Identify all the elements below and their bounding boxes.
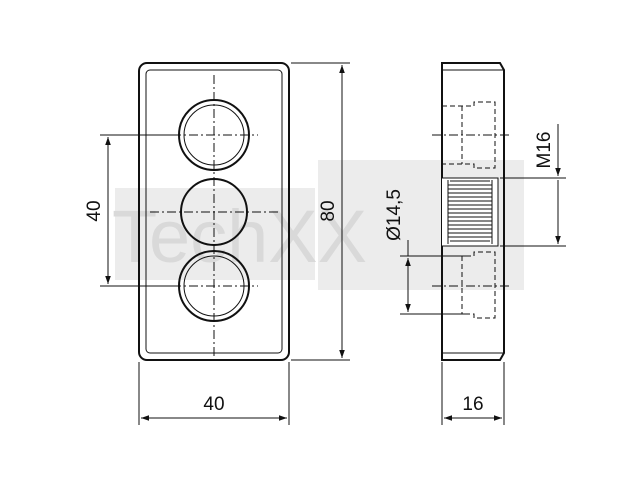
side-top-hole-hidden [432,101,510,169]
side-bottom-hole-hidden [432,251,510,319]
top-hole [172,99,258,171]
dim-thickness: 16 [441,362,505,425]
dim-hole-spacing: 40 [84,134,180,287]
front-view: 40 80 40 [84,62,350,425]
side-bottom-hole-hidden-lines [442,251,496,319]
dim-height-label: 80 [318,200,339,221]
dim-width-label: 40 [203,394,224,415]
dim-thickness-label: 16 [462,394,483,415]
dim-thread-label: M16 [534,132,555,169]
dim-counterbore-label: Ø14,5 [384,189,405,241]
dim-hole-spacing-label: 40 [84,200,105,221]
front-plate-outline [138,62,290,361]
side-threaded-hole [442,177,499,247]
dim-thread: M16 [500,124,566,247]
watermark-text: TechXX [112,195,367,278]
dim-height: 80 [291,62,350,361]
middle-hole [150,178,280,246]
side-thread-bg [442,178,498,246]
side-view: M16 Ø14,5 16 [384,62,566,425]
side-thread-outline [442,177,499,247]
dim-counterbore: Ø14,5 [384,189,470,315]
dim-width: 40 [138,362,290,425]
